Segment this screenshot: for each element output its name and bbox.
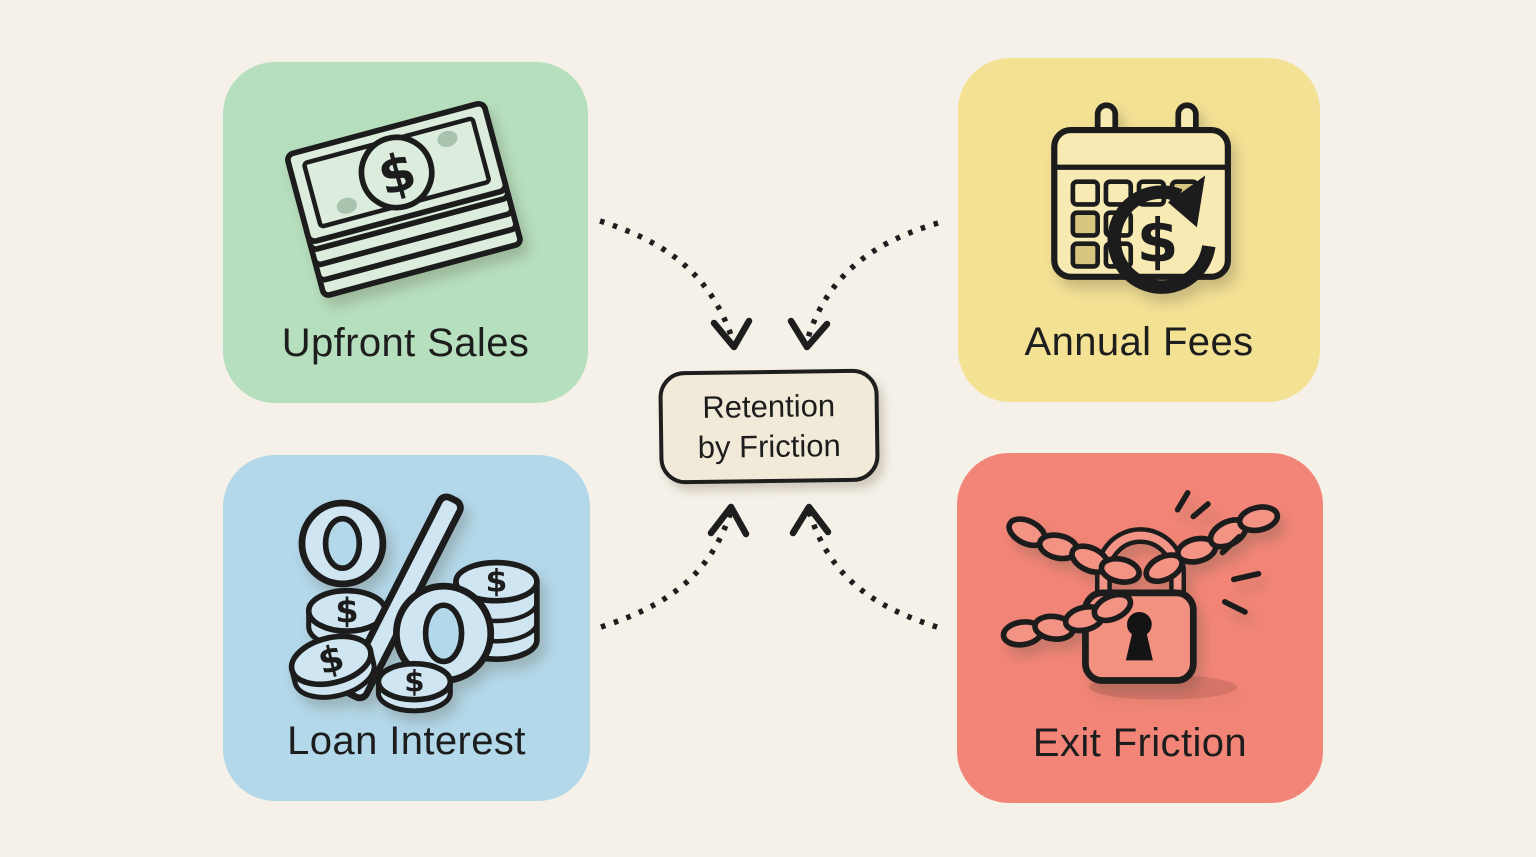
arrowhead-loan (707, 503, 750, 538)
dollar-glyph: $ (485, 564, 507, 600)
center-node: Retention by Friction (658, 368, 880, 485)
card-label-upfront-sales: Upfront Sales (281, 321, 530, 365)
arrowhead-upfront (710, 317, 753, 351)
dollar-glyph: $ (404, 665, 424, 699)
card-label-loan-interest: Loan Interest (287, 719, 526, 763)
arrow-annual-to-center (804, 220, 939, 342)
card-annual-fees: $ Annual Fees (958, 58, 1320, 402)
dollar-glyph: $ (335, 591, 358, 630)
center-label-line1: Retention (702, 388, 836, 426)
calendar-recurring-dollar-icon: $ (1015, 88, 1263, 322)
card-label-annual-fees: Annual Fees (1024, 320, 1254, 364)
percent-coins-icon: $ $ $ $ (266, 485, 547, 721)
card-label-exit-friction: Exit Friction (1032, 721, 1248, 765)
arrow-loan-to-center (600, 510, 734, 630)
card-exit-friction: Exit Friction (957, 453, 1323, 803)
chained-lock-icon (1000, 483, 1281, 723)
arrow-upfront-to-center (599, 218, 736, 342)
arrowhead-annual (787, 317, 831, 351)
center-label-line2: by Friction (697, 427, 841, 465)
card-upfront-sales: $ Upfront Sales (223, 62, 588, 403)
money-stack-icon: $ (270, 92, 542, 323)
arrowhead-exit (789, 503, 832, 537)
arrow-exit-to-center (806, 510, 938, 630)
card-loan-interest: $ $ $ $ (223, 455, 590, 801)
dollar-glyph: $ (1137, 206, 1179, 276)
